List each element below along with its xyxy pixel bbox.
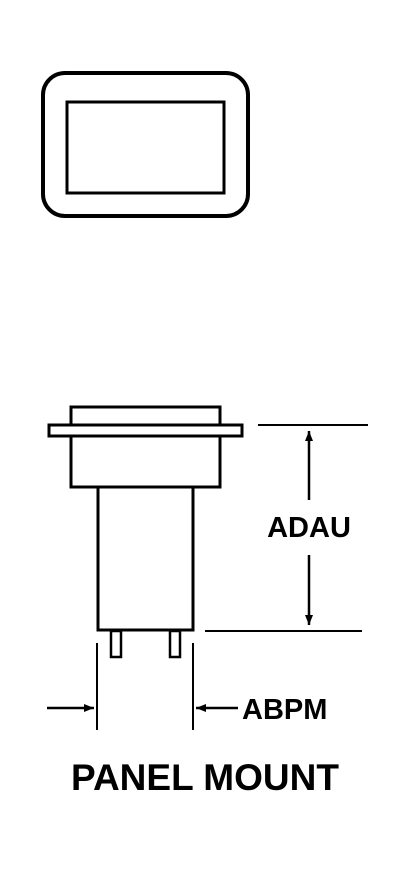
dimension-label-abpm: ABPM bbox=[242, 694, 327, 726]
pin-left bbox=[109, 629, 123, 659]
dimension-adau bbox=[205, 424, 368, 632]
dimension-label-adau: ADAU bbox=[267, 512, 351, 544]
flange bbox=[47, 423, 244, 438]
bezel-window bbox=[65, 100, 226, 195]
bezel-outer bbox=[41, 71, 250, 218]
side-view bbox=[47, 405, 244, 659]
body bbox=[96, 485, 195, 632]
pin-right bbox=[168, 629, 182, 659]
housing bbox=[69, 434, 222, 489]
drawing-caption: PANEL MOUNT bbox=[71, 757, 339, 798]
top-view bbox=[41, 71, 250, 218]
cap bbox=[69, 405, 222, 427]
dimension-abpm bbox=[47, 643, 238, 730]
